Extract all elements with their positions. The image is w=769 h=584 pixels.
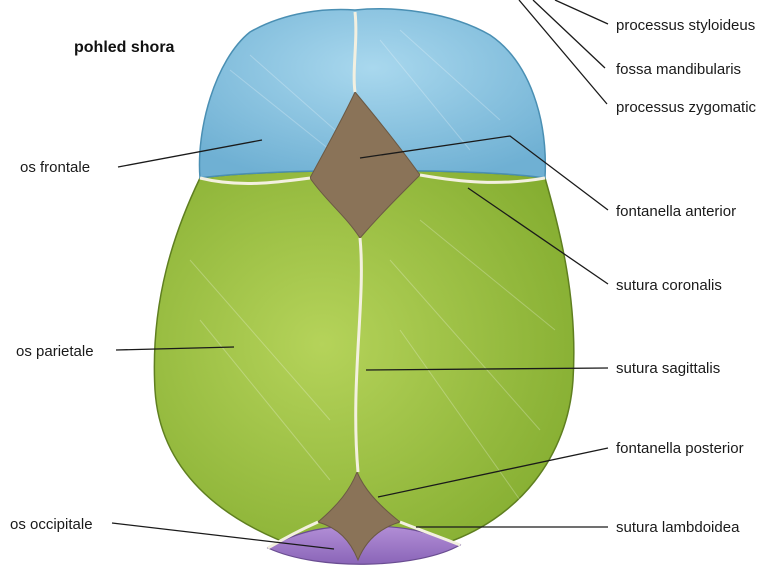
- label-os-frontale: os frontale: [20, 159, 90, 176]
- label-sutura-coronalis: sutura coronalis: [616, 277, 722, 294]
- label-processus-styloideus: processus styloideus: [616, 17, 755, 34]
- label-sutura-lambdoidea: sutura lambdoidea: [616, 519, 740, 536]
- label-os-occipitale: os occipitale: [10, 516, 93, 533]
- label-fontanella-anterior: fontanella anterior: [616, 203, 736, 220]
- view-title: pohled shora: [74, 39, 175, 56]
- label-os-parietale: os parietale: [16, 343, 94, 360]
- label-fontanella-posterior: fontanella posterior: [616, 440, 744, 457]
- label-fossa-mandibularis: fossa mandibularis: [616, 61, 741, 78]
- label-sutura-sagittalis: sutura sagittalis: [616, 360, 720, 377]
- label-processus-zygomaticus: processus zygomatic: [616, 99, 757, 116]
